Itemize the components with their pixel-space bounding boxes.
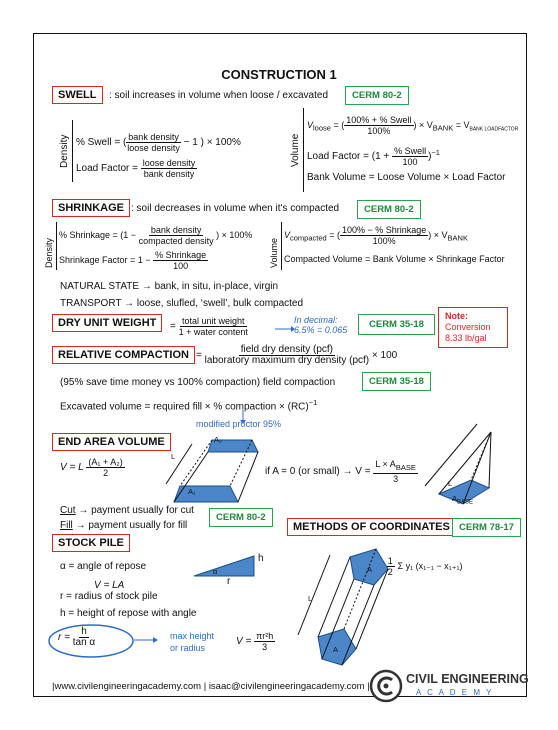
l-label-pyramid: L: [448, 479, 453, 488]
fill-line: Fill → payment usually for fill: [60, 520, 188, 531]
decimal-note: In decimal:6.5% = 0.065: [294, 315, 348, 335]
radius-line: r = radius of stock pile: [60, 591, 158, 602]
polygon-prism-diagram: [297, 548, 389, 666]
natural-state-line: NATURAL STATE → bank, in situ, in-place,…: [60, 281, 279, 292]
polygon-l-label: L: [308, 594, 313, 603]
shrink-density-brace: [56, 222, 57, 270]
footer-links[interactable]: |www.civilengineeringacademy.com | isaac…: [52, 681, 370, 692]
max-height-arrow: [134, 637, 158, 643]
swell-heading: SWELL: [52, 86, 103, 104]
cut-line: Cut → payment usually for cut: [60, 505, 194, 516]
polygon-a-bottom: A: [333, 645, 339, 654]
end-area-formula: V = L (A₁ + A₂)2: [60, 457, 125, 478]
triangle-alpha-label: α: [213, 567, 218, 576]
end-area-volume-heading: END AREA VOLUME: [52, 433, 171, 451]
abase-label: ABASE: [452, 494, 474, 506]
density-brace: [72, 120, 73, 182]
cerm-dry-unit-badge: CERM 35-18: [358, 314, 435, 335]
density-side-label: Density: [59, 134, 70, 168]
proctor-arrow: [240, 410, 246, 424]
cerm-methods-badge: CERM 78-17: [452, 518, 521, 537]
pyramid-diagram: [424, 423, 492, 505]
brand-subtitle: A C A D E M Y: [416, 688, 494, 697]
modified-proctor-note: modified proctor 95%: [196, 419, 282, 429]
shrinkage-heading: SHRINKAGE: [52, 199, 131, 217]
bank-volume-formula: Bank Volume = Loose Volume × Load Factor: [307, 172, 506, 183]
alpha-line: α = angle of repose: [60, 561, 147, 572]
l-label: L: [171, 452, 176, 461]
cerm-relative-badge: CERM 35-18: [362, 372, 431, 391]
excavated-volume-line: Excavated volume = required fill × % com…: [60, 398, 318, 413]
relative-compaction-formula: = field dry density (pcf)laboratory maxi…: [196, 344, 398, 366]
v-la-line: V = LA: [94, 580, 125, 591]
academy-logo-icon: [369, 669, 403, 703]
page-title: CONSTRUCTION 1: [221, 67, 337, 82]
transport-line: TRANSPORT → loose, slufled, ‘swell’, bul…: [60, 298, 304, 309]
compacted-volume-formula: Compacted Volume = Bank Volume × Shrinka…: [284, 254, 505, 264]
relative-compaction-heading: RELATIVE COMPACTION: [52, 346, 195, 364]
stock-pile-heading: STOCK PILE: [52, 534, 130, 552]
a1-label: A₁: [188, 487, 196, 496]
cerm-shrinkage-badge: CERM 80-2: [357, 200, 421, 219]
cerm-swell-badge: CERM 80-2: [345, 86, 409, 105]
a2-label: A₂: [214, 435, 222, 444]
polygon-a-top: A: [367, 565, 373, 574]
shrinkage-description: : soil decreases in volume when it's com…: [131, 203, 340, 214]
brand-name: CIVIL ENGINEERING: [406, 672, 529, 686]
triangle-r-label: r: [227, 576, 231, 587]
conversion-note: Note: Conversion 8.33 lb/gal: [438, 307, 508, 348]
cerm-cut-fill-badge: CERM 80-2: [209, 508, 273, 527]
dry-unit-weight-heading: DRY UNIT WEIGHT: [52, 314, 163, 332]
save-time-line: (95% save time money vs 100% compaction)…: [60, 377, 336, 388]
volume-side-label: Volume: [290, 133, 301, 167]
prism-diagram: [165, 439, 259, 503]
methods-of-coordinates-heading: METHODS OF COORDINATES: [287, 518, 456, 536]
swell-description: : soil increases in volume when loose / …: [109, 90, 329, 101]
repose-triangle: [193, 555, 255, 577]
shrink-density-side-label: Density: [44, 237, 54, 268]
volume-brace: [303, 108, 304, 192]
height-line: h = height of repose with angle: [60, 608, 197, 619]
triangle-h-label: h: [258, 553, 264, 564]
shrink-volume-side-label: Volume: [269, 237, 279, 268]
decimal-arrow: [275, 326, 295, 332]
shrink-volume-brace: [281, 222, 282, 270]
radius-ellipse: [48, 624, 134, 658]
page-border: [33, 33, 527, 697]
